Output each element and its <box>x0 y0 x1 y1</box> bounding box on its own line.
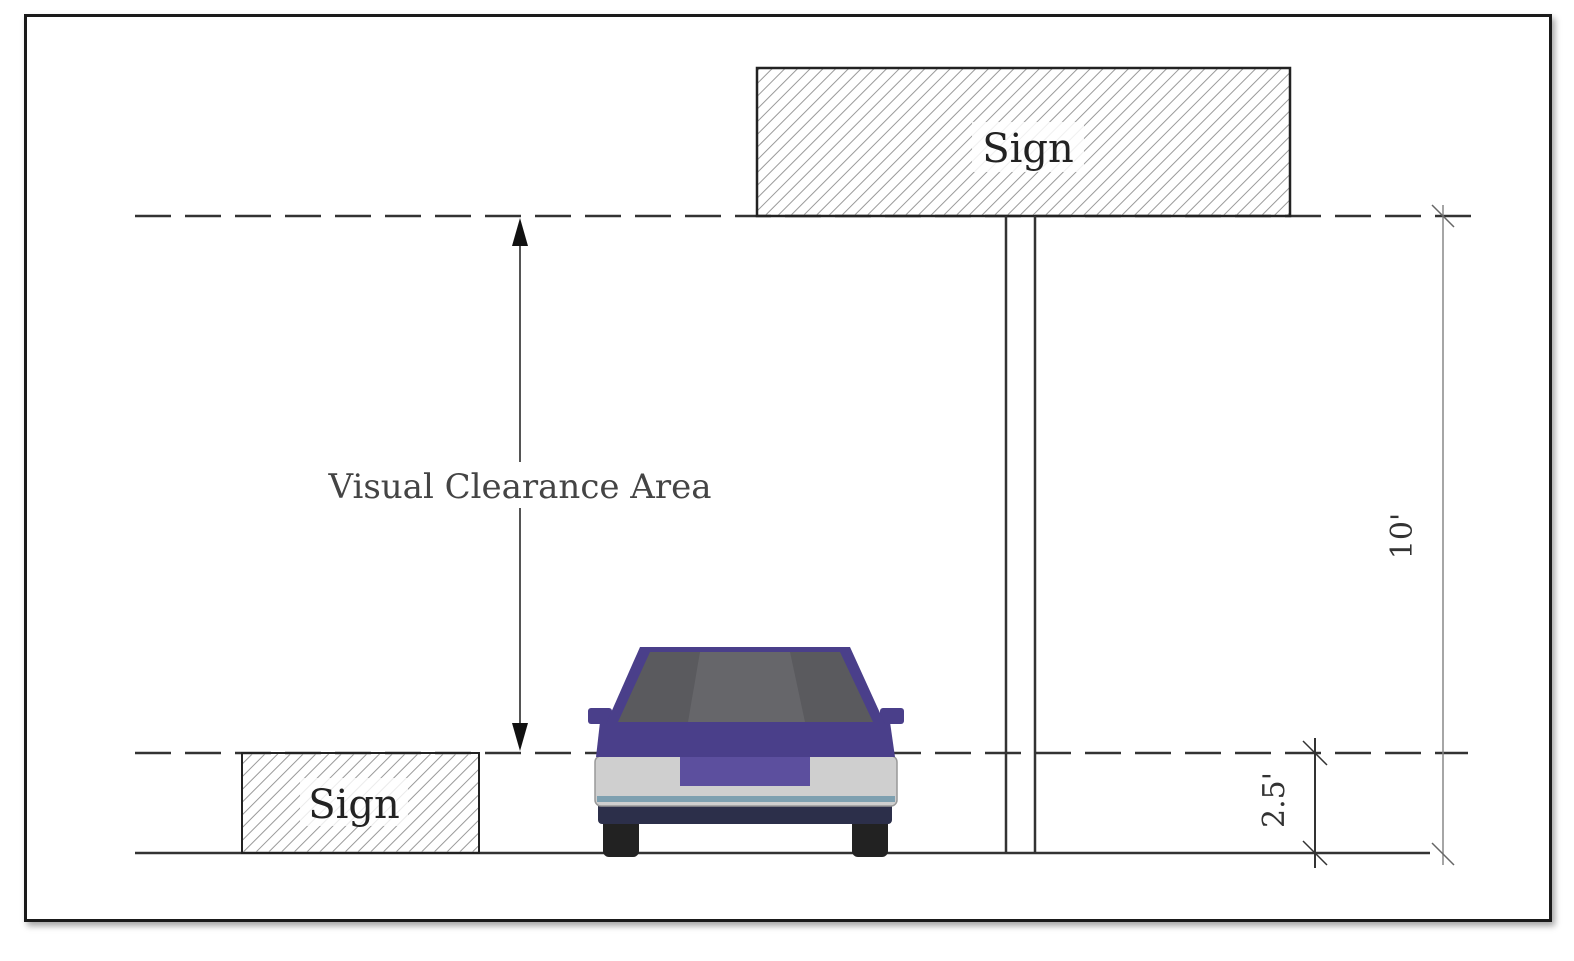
top-sign: Sign <box>755 66 1292 218</box>
car-illustration <box>588 647 904 857</box>
sign-pole <box>1004 216 1037 853</box>
clearance-label: Visual Clearance Area <box>328 467 712 507</box>
dimension-2-5ft <box>1302 738 1328 868</box>
dimension-10ft-label: 10' <box>1385 513 1420 559</box>
bottom-sign-label: Sign <box>308 782 400 828</box>
bottom-sign: Sign <box>241 752 480 854</box>
dimension-2-5ft-label: 2.5' <box>1257 772 1292 828</box>
top-sign-label: Sign <box>982 126 1074 172</box>
dimension-10ft <box>1431 204 1455 866</box>
